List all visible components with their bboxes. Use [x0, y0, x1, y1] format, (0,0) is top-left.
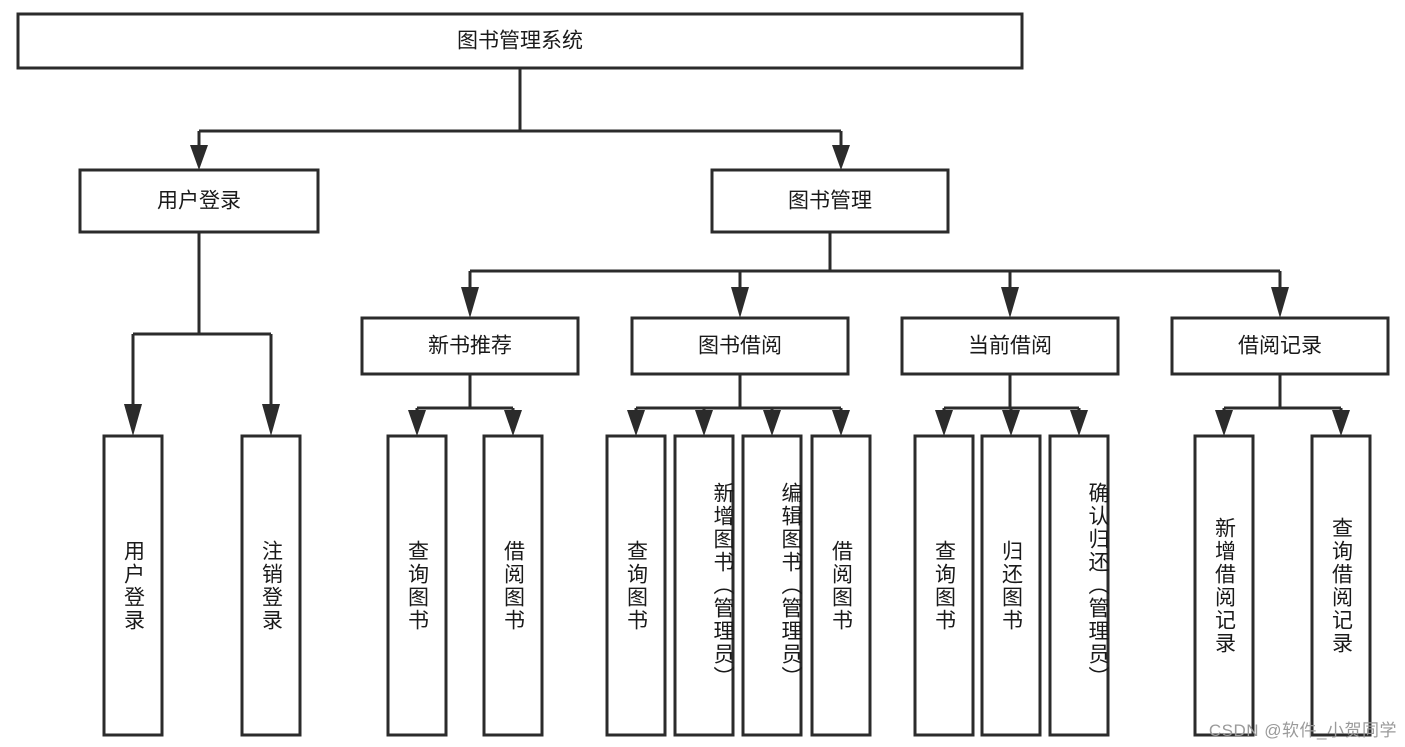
- arrow-head-icon: [695, 410, 713, 436]
- node-user-login[interactable]: 用户登录: [78, 168, 320, 234]
- leaf-boxes-current-borrow: [913, 434, 1110, 737]
- arrow-head-icon: [1001, 287, 1019, 318]
- arrow-head-icon: [262, 404, 280, 436]
- connector-current-to-leaves: [935, 374, 1088, 436]
- node-book-management[interactable]: 图书管理: [710, 168, 950, 234]
- connector-borrow-to-leaves: [627, 374, 850, 436]
- node-new-book-recommend-label: 新书推荐: [428, 335, 512, 358]
- arrow-head-icon: [1215, 410, 1233, 436]
- node-book-management-label: 图书管理: [788, 190, 872, 213]
- node-book-borrow[interactable]: 图书借阅: [630, 316, 850, 376]
- leaf-box-newbook-1[interactable]: [482, 434, 544, 737]
- arrow-head-icon: [1002, 410, 1020, 436]
- node-root-system[interactable]: 图书管理系统: [16, 12, 1024, 70]
- arrow-head-icon: [935, 410, 953, 436]
- leaf-boxes-borrow-record: [1193, 434, 1372, 737]
- leaf-boxes-new-book-recommend: [386, 434, 544, 737]
- arrow-head-icon: [1271, 287, 1289, 318]
- node-book-borrow-label: 图书借阅: [698, 335, 782, 358]
- node-current-borrow-label: 当前借阅: [968, 335, 1052, 358]
- connector-userlogin-to-leaves: [124, 232, 280, 436]
- leaf-box-borrow-3[interactable]: [810, 434, 872, 737]
- leaf-box-borrow-1[interactable]: [673, 434, 735, 737]
- leaf-boxes-book-borrow: [605, 434, 872, 737]
- leaf-box-newbook-0[interactable]: [386, 434, 448, 737]
- connector-record-to-leaves: [1215, 374, 1350, 436]
- leaf-box-current-1[interactable]: [980, 434, 1042, 737]
- node-new-book-recommend[interactable]: 新书推荐: [360, 316, 580, 376]
- node-root-label: 图书管理系统: [457, 30, 583, 53]
- leaf-box-borrow-0[interactable]: [605, 434, 667, 737]
- arrow-head-icon: [504, 410, 522, 436]
- leaf-box-current-0[interactable]: [913, 434, 975, 737]
- leaf-box-user-login-1[interactable]: [240, 434, 302, 737]
- connector-bookmgmt-to-level3: [461, 232, 1289, 318]
- arrow-head-icon: [832, 145, 850, 170]
- arrow-head-icon: [190, 145, 208, 170]
- leaf-box-user-login-0[interactable]: [102, 434, 164, 737]
- node-borrow-record[interactable]: 借阅记录: [1170, 316, 1390, 376]
- connector-root-to-level2: [190, 68, 850, 170]
- connector-newbook-to-leaves: [408, 374, 522, 436]
- leaf-box-record-0[interactable]: [1193, 434, 1255, 737]
- leaf-box-record-1[interactable]: [1310, 434, 1372, 737]
- arrow-head-icon: [1332, 410, 1350, 436]
- leaf-box-borrow-2[interactable]: [741, 434, 803, 737]
- arrow-head-icon: [124, 404, 142, 436]
- leaf-box-current-2[interactable]: [1048, 434, 1110, 737]
- arrow-head-icon: [731, 287, 749, 318]
- leaf-boxes-user-login: [102, 434, 302, 737]
- arrow-head-icon: [832, 410, 850, 436]
- node-borrow-record-label: 借阅记录: [1238, 335, 1322, 358]
- arrow-head-icon: [1070, 410, 1088, 436]
- node-current-borrow[interactable]: 当前借阅: [900, 316, 1120, 376]
- arrow-head-icon: [763, 410, 781, 436]
- node-user-login-label: 用户登录: [157, 190, 241, 213]
- arrow-head-icon: [461, 287, 479, 318]
- arrow-head-icon: [627, 410, 645, 436]
- watermark-text: CSDN @软件_小贺同学: [1208, 721, 1397, 740]
- arrow-head-icon: [408, 410, 426, 436]
